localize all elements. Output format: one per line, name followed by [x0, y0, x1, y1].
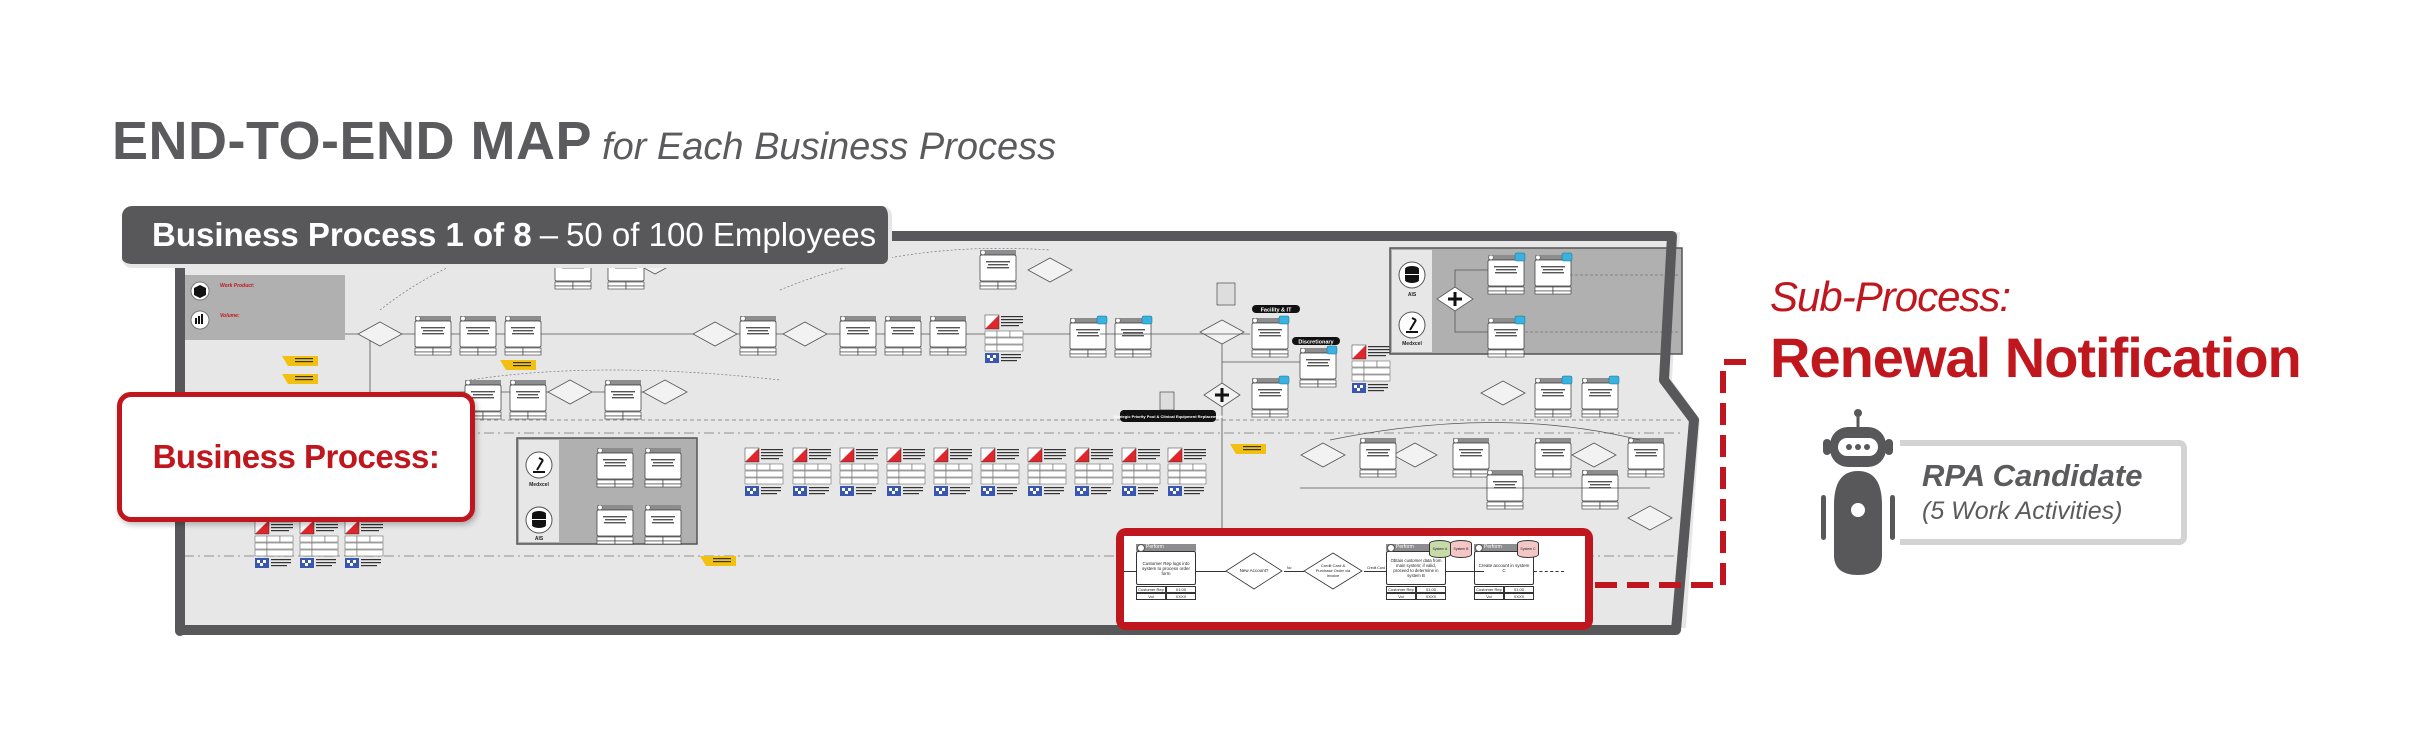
sub-step-2-header: Perform	[1396, 544, 1414, 550]
flow-label-no: No	[1287, 566, 1292, 570]
business-process-label: Business Process:	[152, 438, 440, 475]
sub-step-1[interactable]: Perform Customer Rep logs into system to…	[1136, 544, 1196, 600]
rpa-subtitle: (5 Work Activities)	[1922, 497, 2123, 525]
sub-decision-1-text: New Account?	[1239, 568, 1269, 573]
sub-decision-2[interactable]	[1302, 551, 1364, 591]
legend-volume-label: Volume:	[220, 313, 240, 319]
process-banner-label: Business Process 1 of 8	[152, 216, 532, 253]
system-label-ais-top: AIS	[1408, 292, 1417, 298]
sub-step-1-role: Customer Rep	[1136, 586, 1166, 593]
sub-step-1-time: 01:00	[1166, 586, 1196, 593]
sub-process-label: Sub-Process:	[1770, 273, 2011, 320]
business-process-callout: Business Process:	[117, 392, 475, 522]
sub-step-3[interactable]: Perform Create account in system C Custo…	[1474, 544, 1534, 600]
sub-step-2-role: Customer Rep	[1386, 586, 1416, 593]
flow-label-credit-card: Credit Card	[1367, 566, 1385, 570]
sub-process-title: Renewal Notification	[1770, 326, 2302, 389]
sub-step-3-count: XXXX	[1504, 593, 1534, 600]
sub-step-1-text: Customer Rep logs into system to process…	[1136, 551, 1196, 585]
perform-icon	[1387, 544, 1395, 552]
perform-icon	[1137, 544, 1145, 552]
sub-step-2[interactable]: Perform Obtain customer data from main s…	[1386, 544, 1446, 600]
system-c-icon: System C	[1517, 540, 1539, 558]
lane-label-discretionary: Discretionary	[1298, 340, 1334, 346]
lane-label-strategic: Strategic Priority Pool & Clinical Equip…	[1113, 414, 1223, 419]
sub-step-3-time: 01:00	[1504, 586, 1534, 593]
perform-icon	[1475, 544, 1483, 552]
robot-icon	[1821, 409, 1895, 575]
sub-step-1-header: Perform	[1146, 544, 1164, 550]
system-a-icon: System A	[1429, 540, 1451, 558]
sub-process-detail: Perform Customer Rep logs into system to…	[1124, 536, 1585, 622]
system-label-medxcel-top: Medxcel	[1402, 341, 1422, 347]
rpa-box	[1900, 440, 2187, 545]
lane-label-facility-it: Facility & IT	[1261, 308, 1293, 314]
sub-decision-1[interactable]	[1224, 551, 1284, 591]
sub-step-2-time: 01:00	[1416, 586, 1446, 593]
sub-step-1-count: XXXX	[1166, 593, 1196, 600]
legend-work-product-label: Work Product:	[220, 283, 255, 289]
system-b-icon: System B	[1450, 540, 1472, 558]
sub-step-3-role: Customer Rep	[1474, 586, 1504, 593]
process-banner: Business Process 1 of 8 – 50 of 100 Empl…	[122, 206, 892, 268]
sub-step-2-text: Obtain customer data from main system; i…	[1386, 551, 1446, 585]
page-title-main: END-TO-END MAP	[112, 111, 593, 171]
system-label-medxcel: Medxcel	[529, 482, 549, 488]
sub-step-3-text: Create account in system C	[1474, 551, 1534, 585]
process-banner-detail: 50 of 100 Employees	[566, 216, 877, 253]
system-label-ais: AIS	[535, 536, 544, 542]
sub-step-3-header: Perform	[1484, 544, 1502, 550]
sub-decision-2-text: Credit Card & Purchase Order via Invoice	[1315, 563, 1351, 578]
rpa-title: RPA Candidate	[1922, 458, 2143, 493]
process-banner-separator: –	[539, 216, 559, 253]
sub-step-3-vol: Vol	[1474, 593, 1504, 600]
sub-process-connector	[1595, 359, 1755, 588]
page-title-sub: for Each Business Process	[602, 126, 1057, 168]
sub-step-1-vol: Vol	[1136, 593, 1166, 600]
sub-step-2-vol: Vol	[1386, 593, 1416, 600]
sub-step-2-count: XXXX	[1416, 593, 1446, 600]
